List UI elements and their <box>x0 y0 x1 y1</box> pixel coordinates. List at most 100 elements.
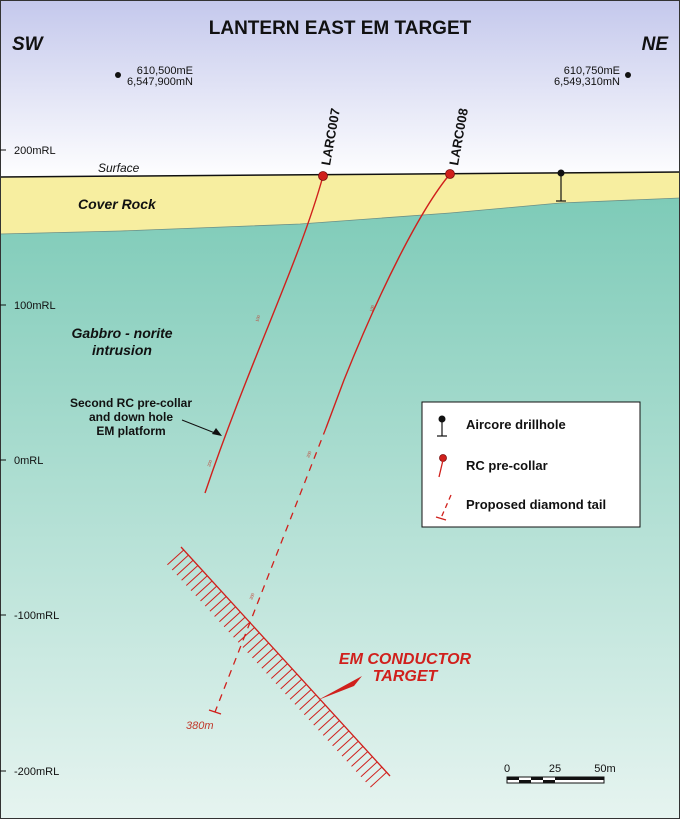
em-band-hatch-line <box>289 684 307 700</box>
cover-base-line <box>0 197 680 235</box>
em-band-hatch-line <box>185 570 203 586</box>
scale-label-25: 25 <box>549 763 561 775</box>
scale-seg-2 <box>519 780 531 783</box>
aircore-hole-collar <box>557 169 565 177</box>
em-target-line2: TARGET <box>373 668 439 685</box>
larc008-end-depth: 380m <box>186 720 214 732</box>
em-band-hatch-line <box>365 766 383 783</box>
em-band-hatch-line <box>341 740 359 757</box>
em-band-hatch-line <box>370 771 387 788</box>
annotation-line2: and down hole <box>89 410 173 424</box>
gabbro-label-line1: Gabbro - norite <box>71 325 172 341</box>
rl-label-100: 100mRL <box>14 300 56 312</box>
larc007-collar <box>318 171 328 181</box>
diagram-title: LANTERN EAST EM TARGET <box>209 18 472 39</box>
em-band-hatch-line <box>200 585 218 602</box>
gabbro-layer <box>0 198 680 819</box>
larc007-depth-100: 100 <box>254 314 261 323</box>
scale-bar: 0 25 50m <box>504 763 616 784</box>
legend-diamond-end <box>435 516 447 521</box>
em-band-hatch-line <box>360 761 378 778</box>
em-band-hatch-line <box>355 756 373 772</box>
sw-easting: 610,500mE <box>137 65 193 77</box>
em-band-hatch-line <box>275 668 293 685</box>
em-band-hatch-line <box>181 565 199 581</box>
em-band-hatch-line <box>261 653 279 669</box>
em-band-hatch-line <box>285 678 303 695</box>
scale-seg-4 <box>543 780 555 783</box>
rl-axis: 200mRL 100mRL 0mRL -100mRL -200mRL <box>0 145 59 778</box>
scale-label-50: 50m <box>594 763 615 775</box>
em-target-pointer <box>318 676 362 700</box>
ne-coord-dot <box>625 72 631 78</box>
legend-rc-trace <box>438 459 444 478</box>
rl-label-m100: -100mRL <box>14 610 59 622</box>
em-band-hatch-line <box>346 746 364 762</box>
scale-seg-3 <box>531 777 543 780</box>
cover-rock-layer <box>0 172 680 234</box>
em-band-hatch-line <box>242 632 260 648</box>
em-band-hatch-line <box>233 621 251 638</box>
em-band-hatch-line <box>223 611 241 628</box>
em-band-hatch-line <box>171 554 189 571</box>
rl-label-m200: -200mRL <box>14 766 59 778</box>
em-band-hatch-line <box>313 709 331 726</box>
em-band-hatch-line <box>167 549 185 566</box>
rl-label-200: 200mRL <box>14 145 56 157</box>
scale-label-0: 0 <box>504 763 510 775</box>
sw-northing: 6,547,900mN <box>127 76 193 88</box>
em-band-hatch-line <box>228 616 246 633</box>
ne-northing: 6,549,310mN <box>554 76 620 88</box>
em-band-hatch-line <box>322 720 340 736</box>
sky-background <box>0 0 680 180</box>
em-band-hatch-line <box>204 590 222 607</box>
legend: Aircore drillhole RC pre-collar Proposed… <box>421 401 641 528</box>
larc008-depth-100: 100 <box>368 304 375 313</box>
annotation-line3: EM platform <box>96 424 165 438</box>
em-band-hatch-line <box>332 730 350 747</box>
scale-seg-1 <box>507 777 519 780</box>
em-band-hatch-line <box>176 559 194 576</box>
surface-line <box>0 171 680 178</box>
legend-diamond-label: Proposed diamond tail <box>466 497 606 512</box>
em-band-hatch-line <box>351 751 369 767</box>
scale-seg-5 <box>555 777 604 780</box>
em-band-hatch-line <box>256 647 274 664</box>
em-band-hatch-line <box>280 673 298 690</box>
gabbro-label-line2: intrusion <box>92 342 152 358</box>
em-band-hatch-line <box>318 715 336 731</box>
em-band-hatch-line <box>266 658 284 674</box>
larc008-depth-300: 300 <box>248 592 255 601</box>
annotation-arrowhead <box>212 428 222 436</box>
em-conductor-band <box>167 546 391 788</box>
legend-diamond-trace <box>440 494 452 519</box>
legend-box <box>421 401 641 528</box>
ne-easting: 610,750mE <box>564 65 620 77</box>
em-band-upper-edge <box>180 546 391 777</box>
larc008-end-tick <box>208 709 222 715</box>
larc007-trace <box>204 175 324 494</box>
em-band-hatch-line <box>299 694 317 710</box>
em-target-line1: EM CONDUCTOR <box>339 651 472 668</box>
direction-sw: SW <box>12 34 45 55</box>
em-band-hatch-line <box>327 725 345 741</box>
em-band-hatch-line <box>303 699 321 716</box>
em-band-hatch-line <box>214 601 232 617</box>
em-band-hatch-line <box>195 580 213 597</box>
em-band-hatch-line <box>219 606 236 623</box>
direction-ne: NE <box>642 34 670 55</box>
em-band-hatch-line <box>270 663 288 679</box>
em-band-hatch-line <box>294 689 312 705</box>
em-band-hatch-line <box>247 637 265 654</box>
annotation-line1: Second RC pre-collar <box>70 396 192 410</box>
legend-rc-label: RC pre-collar <box>466 458 548 473</box>
em-band-hatch-line <box>237 627 255 643</box>
sw-coord-dot <box>115 72 121 78</box>
larc008-trace <box>325 173 451 429</box>
legend-aircore-label: Aircore drillhole <box>466 417 566 432</box>
em-band-hatch-line <box>336 735 354 752</box>
rl-label-0: 0mRL <box>14 455 43 467</box>
larc008-collar <box>445 169 455 179</box>
